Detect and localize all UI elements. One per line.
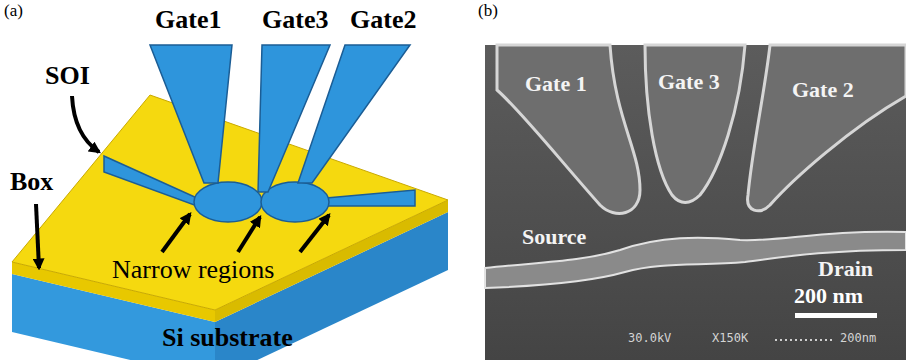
gate-name: Gate1 bbox=[155, 6, 221, 35]
leader-arrows bbox=[36, 96, 329, 268]
gate-electrodes bbox=[150, 45, 410, 192]
gate-name: Gate2 bbox=[350, 6, 416, 35]
sem-info: X150K bbox=[712, 332, 748, 345]
gate-name: Gate 1 bbox=[525, 72, 587, 96]
layer-name: Box bbox=[10, 168, 53, 197]
box-layer bbox=[12, 95, 448, 322]
gate-name: Gate 2 bbox=[792, 78, 854, 102]
region-note: Narrow regions bbox=[112, 256, 274, 285]
sem-image bbox=[485, 45, 906, 360]
gate-name: Gate 3 bbox=[658, 70, 720, 94]
terminal-name: Source bbox=[522, 225, 586, 249]
gate-name: Gate3 bbox=[262, 6, 328, 35]
layer-name: SOI bbox=[45, 62, 90, 91]
panel-letter: (a) bbox=[4, 2, 23, 21]
scale-bar-label: 200 nm bbox=[794, 284, 863, 308]
layer-name: Si substrate bbox=[162, 324, 293, 353]
panel-letter: (b) bbox=[478, 2, 498, 21]
terminal-name: Drain bbox=[818, 257, 873, 281]
sem-info: 30.0kV bbox=[628, 332, 671, 345]
sem-info: 200nm bbox=[840, 332, 876, 345]
